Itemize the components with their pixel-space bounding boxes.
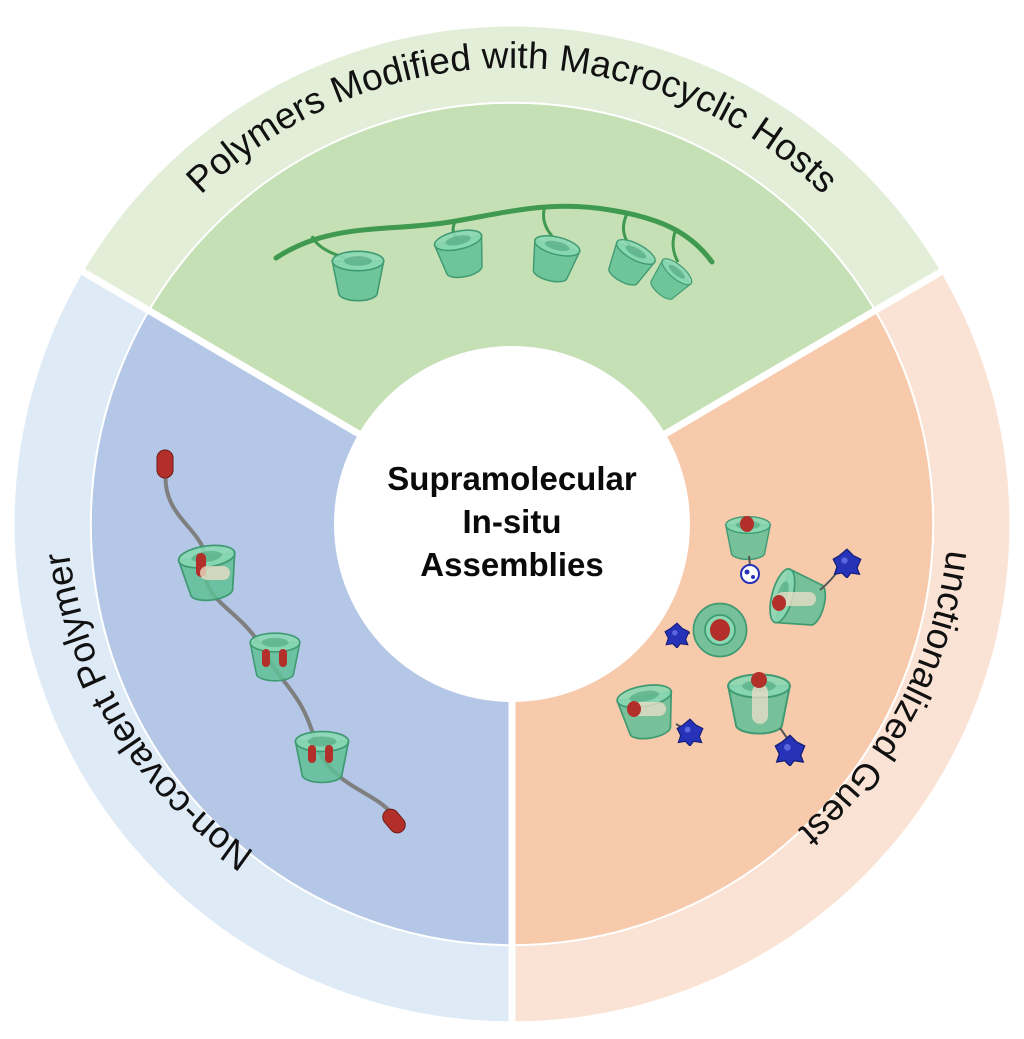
- guest-stopper-icon: [772, 595, 786, 611]
- host-guest-complex: [249, 632, 301, 682]
- guest-stopper-icon: [325, 745, 333, 763]
- guest-stopper-icon: [308, 745, 316, 763]
- guest-stopper-icon: [627, 701, 641, 717]
- functionalized-guests-illustration: [614, 515, 862, 766]
- linker: [542, 205, 554, 237]
- functional-group-icon: [751, 575, 755, 579]
- guest-body: [632, 702, 666, 716]
- macrocycle-host-icon: [294, 730, 350, 784]
- host-guest-complex: [176, 541, 242, 605]
- functional-group-icon: [744, 569, 750, 575]
- guest-stopper-icon: [156, 449, 174, 479]
- center-title-line-3: Assemblies: [420, 546, 603, 583]
- linker: [671, 231, 680, 263]
- guest-body: [200, 566, 230, 580]
- polymer-with-hosts-illustration: [273, 203, 715, 307]
- sector-top-inner: [148, 102, 876, 524]
- host-guest-complex: [294, 730, 350, 784]
- guest-stopper-icon: [751, 672, 767, 688]
- linker: [779, 727, 788, 739]
- macrocycle-host-icon: [249, 632, 301, 682]
- noncovalent-polymer-illustration: [156, 449, 406, 834]
- guest-body: [776, 592, 816, 606]
- functional-group-icon: [740, 564, 760, 584]
- polymer-backbone: [273, 203, 715, 265]
- guest-stopper-icon: [262, 649, 270, 667]
- guest-stopper-icon: [279, 649, 287, 667]
- guest-stopper-icon: [740, 516, 754, 532]
- guest-stopper-icon: [710, 619, 730, 641]
- center-title-line-2: In-situ: [463, 503, 562, 540]
- guest-body: [752, 684, 768, 724]
- center-disc: [334, 346, 690, 702]
- guest-stopper-icon: [382, 808, 406, 834]
- macrocycle-host-icon: [331, 250, 385, 302]
- center-title-line-1: Supramolecular: [387, 460, 637, 497]
